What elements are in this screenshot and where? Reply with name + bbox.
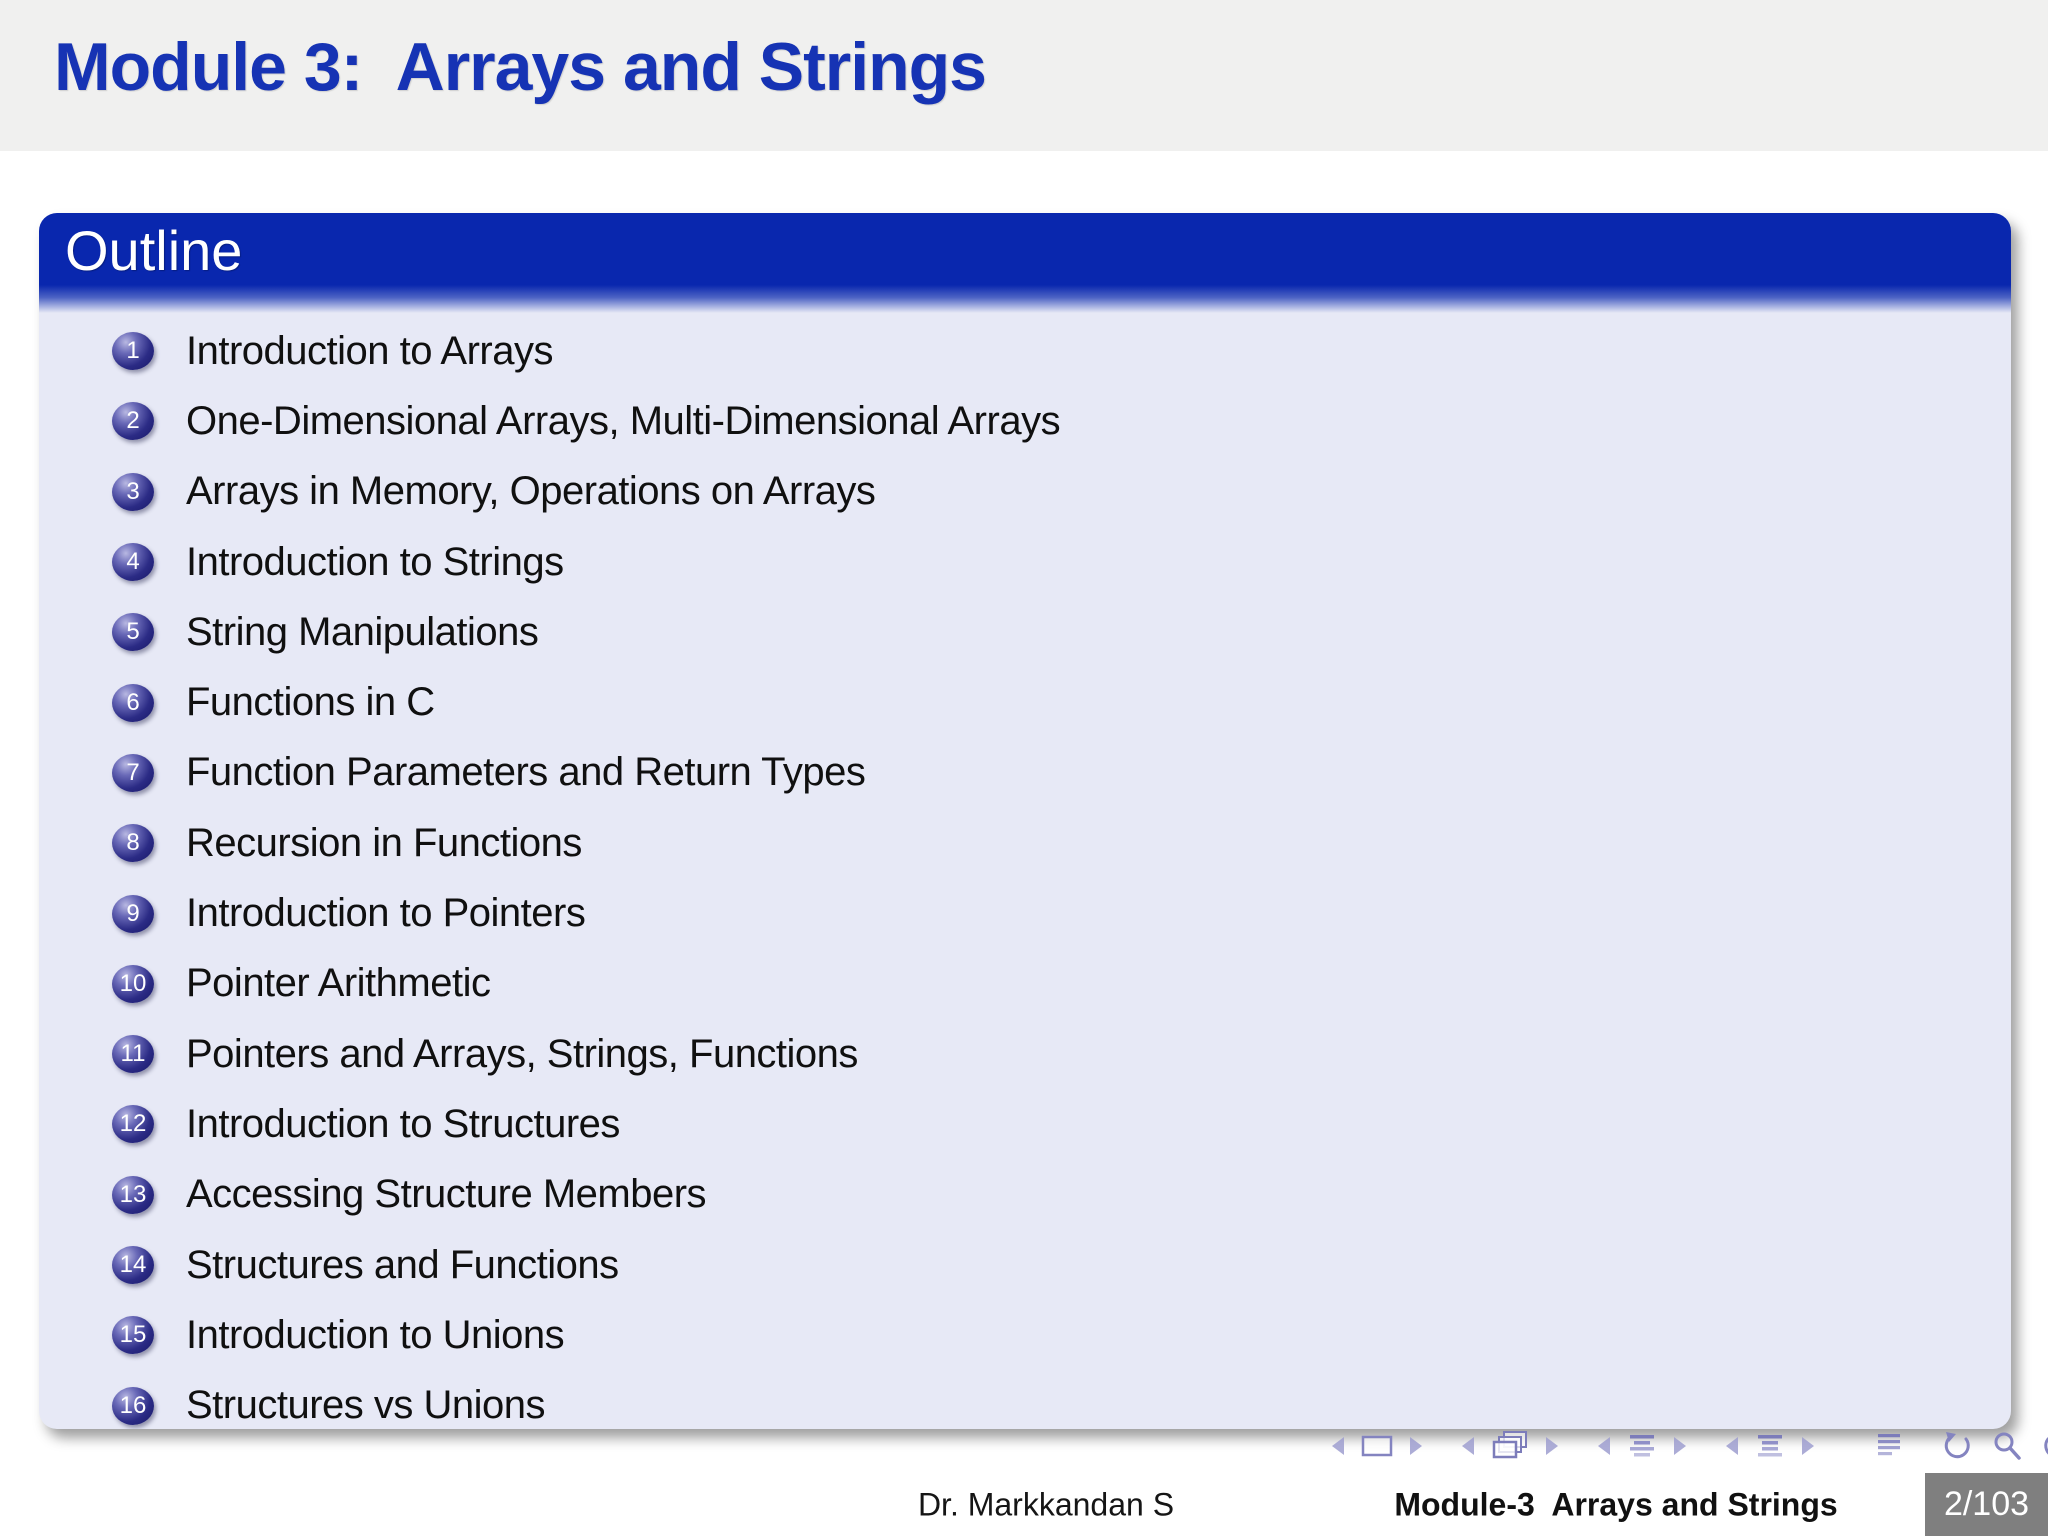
outline-item-12[interactable]: 12 Introduction to Structures [112,1089,2011,1159]
outline-item-13[interactable]: 13 Accessing Structure Members [112,1160,2011,1230]
section-nav-group [1596,1432,1688,1460]
forward-icon[interactable] [2038,1430,2048,1462]
outline-item-8[interactable]: 8 Recursion in Functions [112,808,2011,878]
footline: Dr. Markkandan S Module-3 Arrays and Str… [0,1473,2048,1536]
outline-item-label: Recursion in Functions [186,820,582,865]
outline-item-label: Structures and Functions [186,1242,619,1287]
outline-block-title: Outline [65,218,243,282]
outline-block-header-fade [39,285,2011,313]
next-slide-icon[interactable] [1408,1434,1424,1458]
slide-icon[interactable] [1360,1433,1394,1459]
outline-item-label: Function Parameters and Return Types [186,750,866,795]
item-number-badge: 6 [112,683,154,722]
item-number-badge: 16 [112,1386,154,1425]
item-number-badge: 3 [112,472,154,511]
item-number-badge: 15 [112,1316,154,1355]
item-number-badge: 7 [112,753,154,792]
outline-item-label: Introduction to Structures [186,1101,620,1146]
outline-item-6[interactable]: 6 Functions in C [112,667,2011,737]
slide-nav-group [1330,1433,1424,1459]
outline-item-7[interactable]: 7 Function Parameters and Return Types [112,738,2011,808]
section-list-icon[interactable] [1626,1432,1658,1460]
outline-item-2[interactable]: 2 One-Dimensional Arrays, Multi-Dimensio… [112,386,2011,456]
outline-item-4[interactable]: 4 Introduction to Strings [112,527,2011,597]
item-number-badge: 1 [112,332,154,371]
history-nav-group [1940,1430,2048,1462]
outline-item-label: Accessing Structure Members [186,1172,707,1217]
item-number-badge: 14 [112,1246,154,1284]
outline-item-3[interactable]: 3 Arrays in Memory, Operations on Arrays [112,457,2011,527]
back-icon[interactable] [1940,1430,1976,1462]
outline-item-16[interactable]: 16 Structures vs Unions [112,1370,2011,1429]
outline-block-header: Outline [39,213,2011,285]
outline-item-11[interactable]: 11 Pointers and Arrays, Strings, Functio… [112,1019,2011,1089]
outline-item-label: Arrays in Memory, Operations on Arrays [186,469,876,514]
next-frame-icon[interactable] [1544,1434,1560,1458]
next-section-icon[interactable] [1672,1434,1688,1458]
footer-author: Dr. Markkandan S [917,1486,1175,1522]
outline-item-label: Introduction to Arrays [186,328,553,373]
outline-item-label: Structures vs Unions [186,1383,546,1428]
search-icon[interactable] [1990,1430,2024,1462]
navigation-bar [1330,1428,2048,1464]
subsection-list-icon[interactable] [1754,1432,1786,1460]
outline-item-label: Pointer Arithmetic [186,961,491,1006]
outline-item-9[interactable]: 9 Introduction to Pointers [112,878,2011,948]
frames-icon[interactable] [1490,1430,1530,1462]
outline-item-label: One-Dimensional Arrays, Multi-Dimensiona… [186,398,1061,443]
item-number-badge: 5 [112,613,154,652]
prev-subsection-icon[interactable] [1724,1434,1740,1458]
outline-item-label: Pointers and Arrays, Strings, Functions [186,1031,858,1076]
item-number-badge: 2 [112,402,154,441]
outline-item-label: Functions in C [186,680,435,725]
outline-item-label: String Manipulations [186,609,539,654]
outline-list: 1 Introduction to Arrays 2 One-Dimension… [112,316,2011,1429]
item-number-badge: 12 [112,1105,154,1144]
outline-item-label: Introduction to Unions [186,1312,565,1357]
prev-section-icon[interactable] [1596,1434,1612,1458]
outline-block-body: 1 Introduction to Arrays 2 One-Dimension… [39,313,2011,1429]
outline-item-15[interactable]: 15 Introduction to Unions [112,1300,2011,1370]
page-number: 2/103 [1943,1485,2030,1523]
page-number-box: 2/103 [1925,1473,2048,1536]
item-number-badge: 13 [112,1175,154,1214]
frame-title-band: Module 3: Arrays and Strings [0,0,2048,151]
outline-block: Outline 1 Introduction to Arrays 2 One-D… [39,213,2011,1429]
outline-item-5[interactable]: 5 String Manipulations [112,597,2011,667]
item-number-badge: 10 [112,964,154,1003]
outline-item-label: Introduction to Pointers [186,891,586,936]
outline-item-1[interactable]: 1 Introduction to Arrays [112,316,2011,386]
frame-nav-group [1460,1430,1560,1462]
item-number-badge: 4 [112,543,154,582]
footer-short-title: Module-3 Arrays and Strings [1394,1486,1838,1522]
prev-frame-icon[interactable] [1460,1434,1476,1458]
outline-item-10[interactable]: 10 Pointer Arithmetic [112,949,2011,1019]
prev-slide-icon[interactable] [1330,1434,1346,1458]
outline-item-label: Introduction to Strings [186,539,564,584]
outline-item-14[interactable]: 14 Structures and Functions [112,1230,2011,1300]
page-title: Module 3: Arrays and Strings [54,29,987,105]
subsection-nav-group [1724,1432,1816,1460]
appendix-nav-group [1874,1432,1904,1460]
item-number-badge: 11 [112,1035,154,1074]
appendix-doc-icon[interactable] [1874,1432,1904,1460]
item-number-badge: 9 [112,894,154,933]
item-number-badge: 8 [112,824,154,863]
next-subsection-icon[interactable] [1800,1434,1816,1458]
